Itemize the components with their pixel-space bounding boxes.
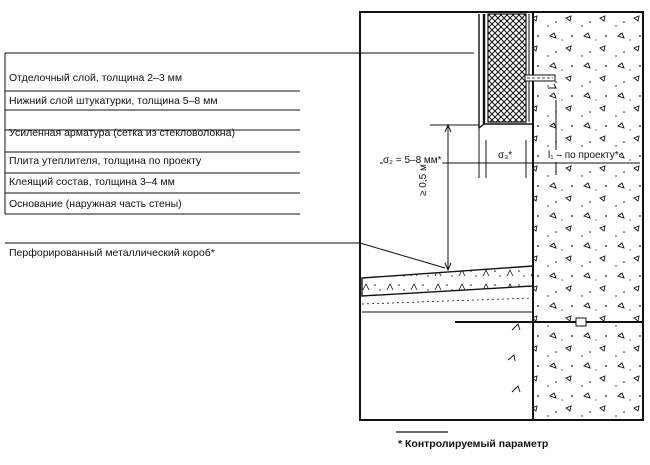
legend-base-plaster: Нижний слой штукатурки, толщина 5–8 мм (9, 95, 218, 107)
footnote-controlled-parameter: * Контролируемый параметр (398, 438, 549, 450)
perforated-box (478, 123, 533, 129)
dimension-height: ≥ 0,5 м (418, 164, 429, 196)
legend-reinforcement: Усиленная арматура (сетка из стекловолок… (9, 127, 235, 139)
legend-finishing-layer: Отделочный слой, толщина 2–3 мм (9, 72, 183, 84)
wall-base (533, 12, 643, 420)
dimension-sigma3: σ₃* (498, 150, 513, 162)
blind-area (361, 265, 534, 297)
dimension-sigma2: σ₂ = 5–8 мм* (383, 155, 442, 167)
legend-perforated-box: Перфорированный металлический короб* (9, 247, 215, 259)
legend-adhesive: Клеящий состав, толщина 3–4 мм (9, 176, 175, 188)
dimension-l1: l₁ – по проекту* (548, 150, 619, 162)
legend-base-wall: Основание (наружная часть стены) (9, 198, 182, 210)
insulation-board (487, 13, 527, 123)
legend-insulation: Плита утеплителя, толщина по проекту (9, 155, 202, 167)
